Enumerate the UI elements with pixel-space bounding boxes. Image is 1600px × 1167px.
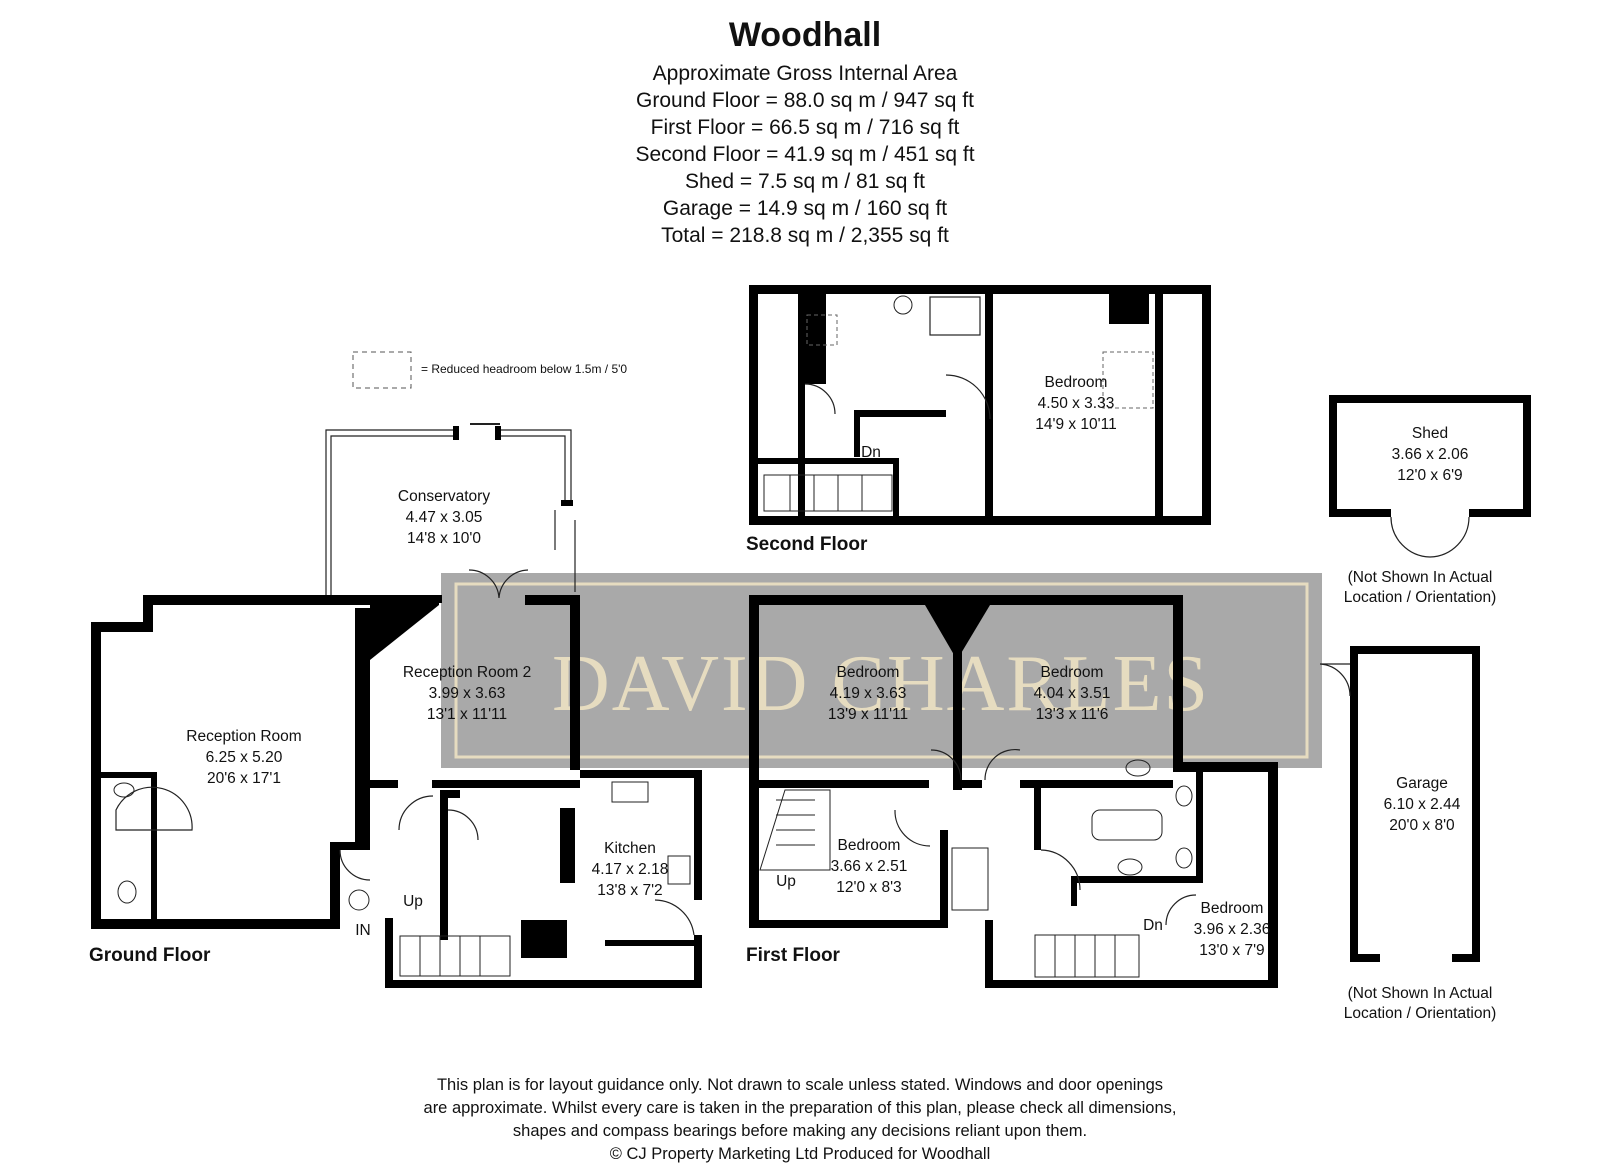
ground-floor-in: IN	[355, 922, 371, 939]
second-floor-plan: Dn Bedroom 4.50 x 3.33 14'9 x 10'11	[749, 285, 1211, 525]
room-imperial-shed: 12'0 x 6'9	[1397, 467, 1462, 484]
first-floor-up: Up	[776, 873, 796, 890]
floor-label-first: First Floor	[746, 945, 841, 966]
room-name-shed: Shed	[1412, 425, 1448, 442]
area-shed: Shed = 7.5 sq m / 81 sq ft	[685, 170, 925, 193]
area-first: First Floor = 66.5 sq m / 716 sq ft	[651, 116, 960, 139]
first-floor-plan: Up Dn Bedroom 4.19 x 3.63 13'9 x 11'11 B…	[749, 595, 1278, 988]
room-name-conservatory: Conservatory	[398, 488, 490, 505]
area-ground: Ground Floor = 88.0 sq m / 947 sq ft	[636, 89, 974, 112]
garage-not-shown-line1: (Not Shown In Actual	[1348, 985, 1493, 1002]
room-metric-bedroom-first-c: 3.66 x 2.51	[831, 858, 908, 875]
disclaimer-line2: are approximate. Whilst every care is ta…	[424, 1099, 1177, 1117]
room-name-bedroom-first-c: Bedroom	[838, 837, 901, 854]
shed-not-shown-line1: (Not Shown In Actual	[1348, 569, 1493, 586]
area-second: Second Floor = 41.9 sq m / 451 sq ft	[635, 143, 974, 166]
room-metric-garage: 6.10 x 2.44	[1384, 796, 1461, 813]
room-metric-conservatory: 4.47 x 3.05	[406, 509, 483, 526]
ground-floor-plan: Up IN Conservatory 4.47 x 3.05 14'8 x 10…	[91, 423, 702, 988]
shed-not-shown-line2: Location / Orientation)	[1344, 589, 1497, 606]
room-name-kitchen: Kitchen	[604, 840, 656, 857]
room-name-reception2: Reception Room 2	[403, 664, 531, 681]
disclaimer-line3: shapes and compass bearings before makin…	[513, 1122, 1087, 1140]
legend-reduced-headroom: = Reduced headroom below 1.5m / 5'0	[421, 362, 627, 376]
room-imperial-reception: 20'6 x 17'1	[207, 770, 281, 787]
disclaimer-copyright: © CJ Property Marketing Ltd Produced for…	[610, 1145, 991, 1163]
room-imperial-bedroom-first-b: 13'3 x 11'6	[1036, 706, 1109, 723]
property-title: Woodhall	[729, 16, 881, 54]
room-imperial-conservatory: 14'8 x 10'0	[407, 530, 481, 547]
room-imperial-bedroom-first-d: 13'0 x 7'9	[1199, 942, 1264, 959]
room-metric-reception2: 3.99 x 3.63	[429, 685, 506, 702]
room-imperial-reception2: 13'1 x 11'11	[427, 706, 507, 723]
second-floor-dn: Dn	[861, 444, 881, 461]
room-imperial-bedroom-second: 14'9 x 10'11	[1035, 416, 1116, 433]
floor-label-ground: Ground Floor	[89, 945, 211, 966]
room-imperial-bedroom-first-c: 12'0 x 8'3	[836, 879, 901, 896]
garage-plan: Garage 6.10 x 2.44 20'0 x 8'0	[1319, 646, 1480, 962]
room-imperial-kitchen: 13'8 x 7'2	[597, 882, 662, 899]
room-name-bedroom-first-d: Bedroom	[1201, 900, 1264, 917]
first-floor-dn: Dn	[1143, 917, 1163, 934]
room-metric-reception: 6.25 x 5.20	[206, 749, 283, 766]
room-metric-shed: 3.66 x 2.06	[1392, 446, 1469, 463]
room-metric-bedroom-first-d: 3.96 x 2.36	[1194, 921, 1271, 938]
room-imperial-garage: 20'0 x 8'0	[1389, 817, 1455, 834]
room-metric-kitchen: 4.17 x 2.18	[592, 861, 669, 878]
room-name-bedroom-first-b: Bedroom	[1041, 664, 1104, 681]
shed-plan: Shed 3.66 x 2.06 12'0 x 6'9	[1329, 395, 1531, 558]
area-garage: Garage = 14.9 sq m / 160 sq ft	[663, 197, 947, 220]
room-metric-bedroom-first-a: 4.19 x 3.63	[830, 685, 907, 702]
room-metric-bedroom-second: 4.50 x 3.33	[1038, 395, 1115, 412]
room-name-bedroom-second: Bedroom	[1045, 374, 1108, 391]
ground-floor-up: Up	[403, 893, 423, 910]
room-name-bedroom-first-a: Bedroom	[837, 664, 900, 681]
area-total: Total = 218.8 sq m / 2,355 sq ft	[661, 224, 949, 247]
room-name-garage: Garage	[1396, 775, 1448, 792]
room-imperial-bedroom-first-a: 13'9 x 11'11	[828, 706, 908, 723]
floor-label-second: Second Floor	[746, 534, 868, 555]
room-name-reception: Reception Room	[186, 728, 301, 745]
reduced-headroom-swatch	[352, 351, 412, 389]
garage-not-shown-line2: Location / Orientation)	[1344, 1005, 1497, 1022]
disclaimer-line1: This plan is for layout guidance only. N…	[437, 1076, 1163, 1094]
room-metric-bedroom-first-b: 4.04 x 3.51	[1034, 685, 1111, 702]
watermark-text: DAVID CHARLES	[552, 640, 1210, 728]
area-heading: Approximate Gross Internal Area	[653, 62, 958, 85]
